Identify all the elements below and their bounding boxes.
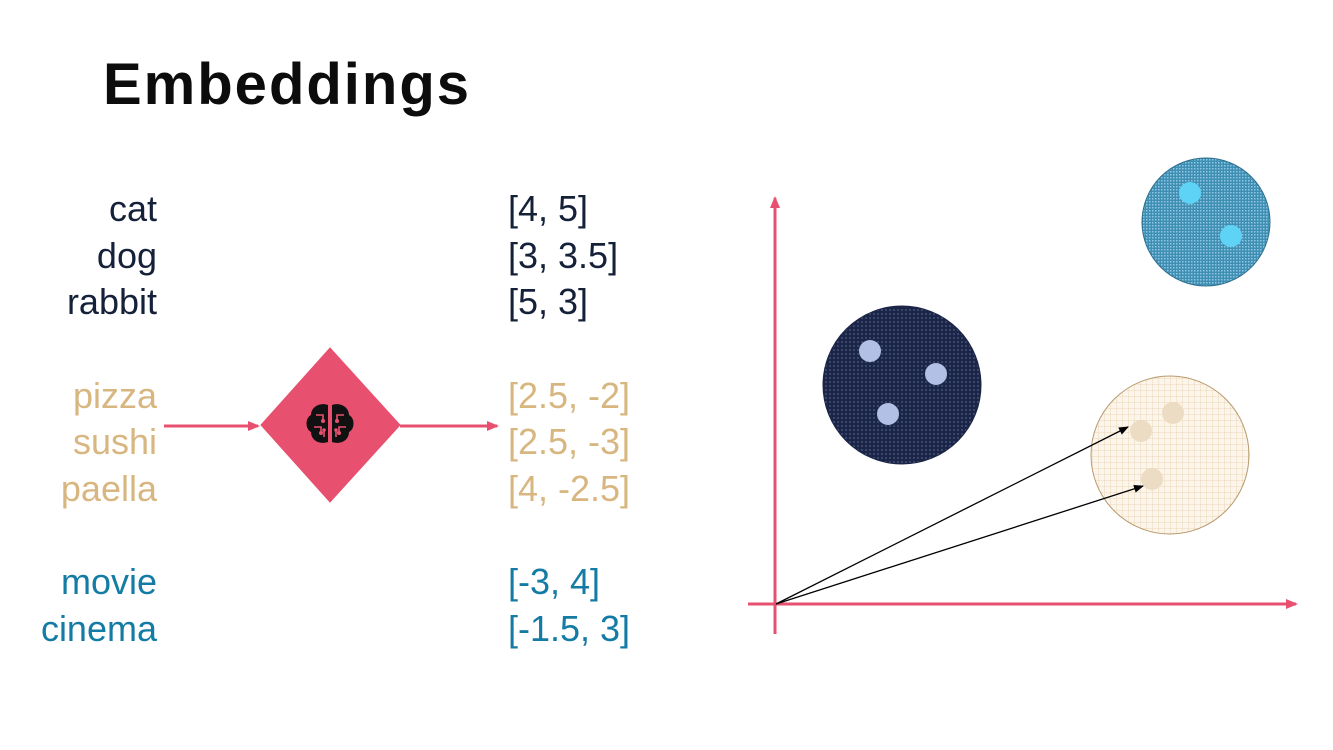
animal-point: [877, 403, 899, 425]
page-title: Embeddings: [103, 52, 472, 117]
animal-point: [859, 340, 881, 362]
word-dog: dog: [96, 234, 157, 276]
vector-cat: [4, 5]: [508, 188, 589, 229]
word-paella: paella: [60, 467, 157, 509]
animal-point: [925, 363, 947, 385]
food-point: [1130, 420, 1152, 442]
word-movie: movie: [60, 561, 157, 602]
brain-circuit-icon: [306, 404, 354, 443]
vector-list: [4, 5] [3, 3.5] [5, 3] [2.5, -2] [2.5, -…: [508, 186, 630, 652]
media-point: [1220, 225, 1242, 247]
vector-sushi: [2.5, -3]: [508, 421, 631, 462]
vector-movie: [-3, 4]: [508, 561, 601, 602]
food-cluster: [1090, 375, 1250, 535]
vector-dog: [3, 3.5]: [508, 234, 619, 276]
word-rabbit: rabbit: [66, 281, 157, 322]
word-cat: cat: [108, 188, 157, 229]
media-cluster: [1141, 157, 1271, 287]
word-cinema: cinema: [40, 607, 157, 649]
word-sushi: sushi: [72, 421, 157, 462]
vector-arrow-lower: [775, 484, 1144, 605]
vector-paella: [4, -2.5]: [508, 467, 631, 509]
media-point: [1179, 182, 1201, 204]
animal-cluster: [822, 305, 982, 465]
vector-pizza: [2.5, -2]: [508, 374, 631, 416]
word-list: cat dog rabbit pizza sushi paella movie …: [41, 186, 157, 652]
vector-cinema: [-1.5, 3]: [508, 607, 631, 649]
food-point: [1162, 402, 1184, 424]
word-pizza: pizza: [72, 374, 157, 416]
food-point: [1141, 468, 1163, 490]
vector-arrow-upper: [775, 426, 1129, 605]
vector-rabbit: [5, 3]: [508, 281, 589, 322]
model-diamond: [260, 347, 401, 503]
